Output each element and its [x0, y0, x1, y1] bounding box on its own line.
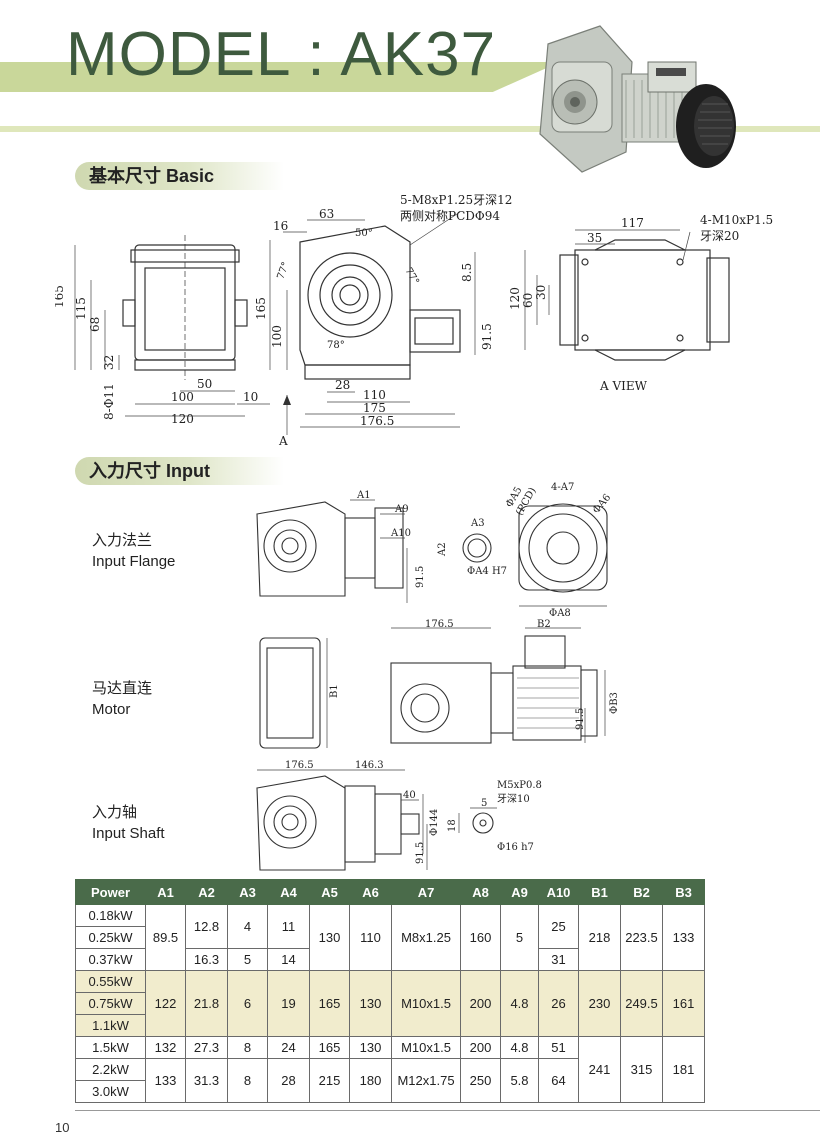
bolt-note-3: 4-M10xP1.5 — [700, 213, 773, 227]
table-row: 0.55kW 122 21.8 6 19 165 130 M10x1.5 200… — [75, 970, 705, 1037]
motor-b1: B1 — [329, 684, 340, 698]
col-a4: A4 — [267, 879, 310, 905]
bolt-note-2: 两侧对称PCDΦ94 — [400, 209, 500, 223]
section-input-title: 入力尺寸 Input — [75, 457, 284, 485]
footer-divider — [75, 1110, 820, 1111]
dim-100-front: 100 — [270, 325, 284, 348]
shaft-phi144: Φ144 — [429, 809, 440, 836]
shaft-18: 18 — [447, 819, 458, 832]
col-b2: B2 — [620, 879, 663, 905]
col-a10: A10 — [538, 879, 579, 905]
col-a1: A1 — [145, 879, 186, 905]
dim-28: 28 — [335, 378, 350, 392]
input-shaft-drawing: 176.5 146.3 40 Φ144 91.5 M5xP0.8 牙深10 5 … — [256, 760, 542, 871]
header-underline — [0, 126, 820, 132]
flange-a3: A3 — [470, 518, 485, 529]
motor-drawing: 176.5 B2 B1 ΦB3 91.5 — [259, 619, 620, 749]
shaft-146-3: 146.3 — [355, 760, 384, 771]
flange-a1: A1 — [356, 490, 371, 501]
dim-91-5: 91.5 — [480, 323, 494, 350]
flange-a6: ΦA6 — [591, 492, 613, 516]
arrow-a-label: A — [278, 434, 288, 448]
flange-a4: ΦA4 H7 — [467, 566, 507, 577]
dim-50-deg: 50° — [355, 228, 373, 239]
col-a7: A7 — [391, 879, 461, 905]
dim-165-side: 165 — [55, 285, 66, 308]
basic-dimension-drawing: 165 115 68 32 8-Φ11 50 100 120 10 16 63 … — [55, 193, 773, 448]
dim-120: 120 — [171, 412, 194, 426]
dim-117: 117 — [621, 216, 644, 230]
shaft-m5: M5xP0.8 — [497, 780, 542, 791]
flange-a10: A10 — [390, 528, 411, 539]
dim-16: 16 — [273, 219, 288, 233]
a-view-label: A VIEW — [599, 379, 648, 393]
dim-32: 32 — [102, 355, 116, 370]
dim-115: 115 — [74, 297, 88, 320]
bolt-note-1: 5-M8xP1.25牙深12 — [400, 193, 512, 207]
dim-120-aview: 120 — [508, 287, 522, 310]
motor-91-5: 91.5 — [575, 708, 586, 730]
dim-35: 35 — [587, 231, 602, 245]
model-title: MODEL : AK37 — [66, 20, 497, 89]
flange-a8: ΦA8 — [549, 608, 571, 618]
table-row: 2.2kW 133 31.3 8 28 215 180 M12x1.75 250… — [75, 1058, 705, 1103]
dim-176-5: 176.5 — [360, 414, 394, 428]
shaft-176-5: 176.5 — [285, 760, 314, 771]
col-a3: A3 — [227, 879, 268, 905]
flange-91-5: 91.5 — [415, 566, 426, 588]
shaft-5: 5 — [481, 798, 487, 809]
col-a9: A9 — [500, 879, 539, 905]
bolt-note-4: 牙深20 — [700, 229, 739, 243]
dim-110: 110 — [363, 388, 386, 402]
col-b1: B1 — [578, 879, 621, 905]
flange-a9: A9 — [394, 504, 409, 515]
table-row: 3.0kW — [75, 1080, 705, 1103]
dim-165-front: 165 — [254, 297, 268, 320]
motor-b2: B2 — [537, 619, 551, 630]
col-a5: A5 — [309, 879, 350, 905]
spec-table: Power A1 A2 A3 A4 A5 A6 A7 A8 A9 A10 B1 … — [75, 879, 705, 1103]
dim-77-deg-left: 77° — [275, 261, 291, 281]
dim-63: 63 — [319, 207, 334, 221]
table-header-row: Power A1 A2 A3 A4 A5 A6 A7 A8 A9 A10 B1 … — [75, 879, 705, 905]
motor-176-5: 176.5 — [425, 619, 454, 630]
header-band — [0, 62, 560, 92]
dim-8-5: 8.5 — [460, 263, 474, 282]
dim-77-deg-right: 77° — [402, 266, 420, 287]
dim-100: 100 — [171, 390, 194, 404]
shaft-40: 40 — [403, 790, 416, 801]
col-a6: A6 — [349, 879, 392, 905]
flange-a2: A2 — [437, 542, 448, 557]
shaft-phi16: Φ16 h7 — [497, 842, 534, 853]
table-row: 0.37kW 16.3 5 14 31 — [75, 948, 705, 971]
table-row: 1.5kW 132 27.3 8 24 165 130 M10x1.5 200 … — [75, 1036, 705, 1103]
input-flange-drawing: A1 A9 A10 91.5 A3 A2 ΦA4 H7 ΦA5 (PCD) 4-… — [256, 482, 613, 618]
dim-50: 50 — [197, 377, 212, 391]
col-a8: A8 — [460, 879, 501, 905]
dim-30: 30 — [534, 285, 548, 300]
shaft-deep10: 牙深10 — [497, 793, 530, 805]
shaft-91-5: 91.5 — [415, 842, 426, 864]
dim-8-phi11: 8-Φ11 — [102, 383, 116, 420]
flange-a7: 4-A7 — [551, 482, 574, 493]
dim-68: 68 — [88, 317, 102, 332]
dim-78-deg: 78° — [327, 340, 345, 351]
motor-b3: ΦB3 — [609, 692, 620, 714]
section-basic-title: 基本尺寸 Basic — [75, 162, 284, 190]
table-row: 0.18kW 89.5 12.8 4 11 130 110 M8x1.25 16… — [75, 904, 705, 971]
dim-175: 175 — [363, 401, 386, 415]
col-b3: B3 — [662, 879, 705, 905]
col-power: Power — [75, 879, 146, 905]
gear-motor-image — [539, 25, 736, 173]
col-a2: A2 — [185, 879, 228, 905]
dim-10: 10 — [243, 390, 258, 404]
page-number: 10 — [55, 1120, 70, 1135]
dim-60: 60 — [521, 293, 535, 308]
